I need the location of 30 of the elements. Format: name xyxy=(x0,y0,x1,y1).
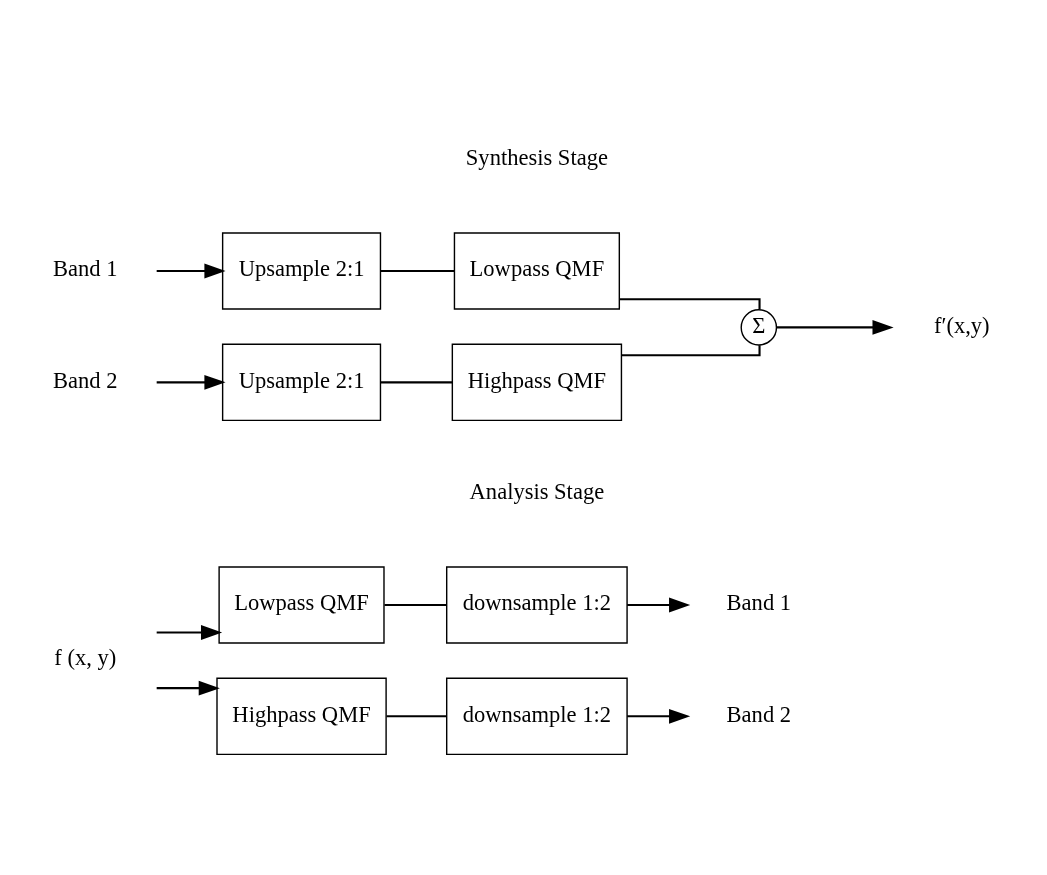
arrow xyxy=(776,319,894,335)
arrow xyxy=(156,680,220,696)
arrow xyxy=(156,624,223,640)
node-box: downsample 1:2 xyxy=(446,677,628,755)
arrow xyxy=(156,374,226,390)
node-box: Lowpass QMF xyxy=(218,565,385,644)
connector xyxy=(380,380,453,383)
node-text: f′(x,y) xyxy=(933,312,990,338)
arrow xyxy=(627,597,691,612)
node-box: Upsample 2:1 xyxy=(221,343,382,421)
connector xyxy=(386,714,447,717)
connector xyxy=(384,603,447,606)
node-circle: Σ xyxy=(740,308,778,346)
node-text: Band 2 xyxy=(726,701,792,727)
node-box: downsample 1:2 xyxy=(446,565,628,644)
label: Synthesis Stage xyxy=(465,144,608,170)
connector xyxy=(380,269,455,272)
node-box: Highpass QMF xyxy=(216,677,387,755)
node-text: Band 1 xyxy=(726,589,792,615)
arrow xyxy=(156,263,226,278)
node-text: Band 2 xyxy=(53,367,118,393)
node-box: Upsample 2:1 xyxy=(221,231,382,310)
arrow xyxy=(627,708,691,724)
label: Analysis Stage xyxy=(469,478,605,504)
connector xyxy=(621,344,761,356)
node-text: f (x, y) xyxy=(54,644,117,670)
node-box: Lowpass QMF xyxy=(453,231,621,310)
node-text: Band 1 xyxy=(53,255,118,281)
node-box: Highpass QMF xyxy=(451,343,623,421)
connector xyxy=(619,297,761,309)
